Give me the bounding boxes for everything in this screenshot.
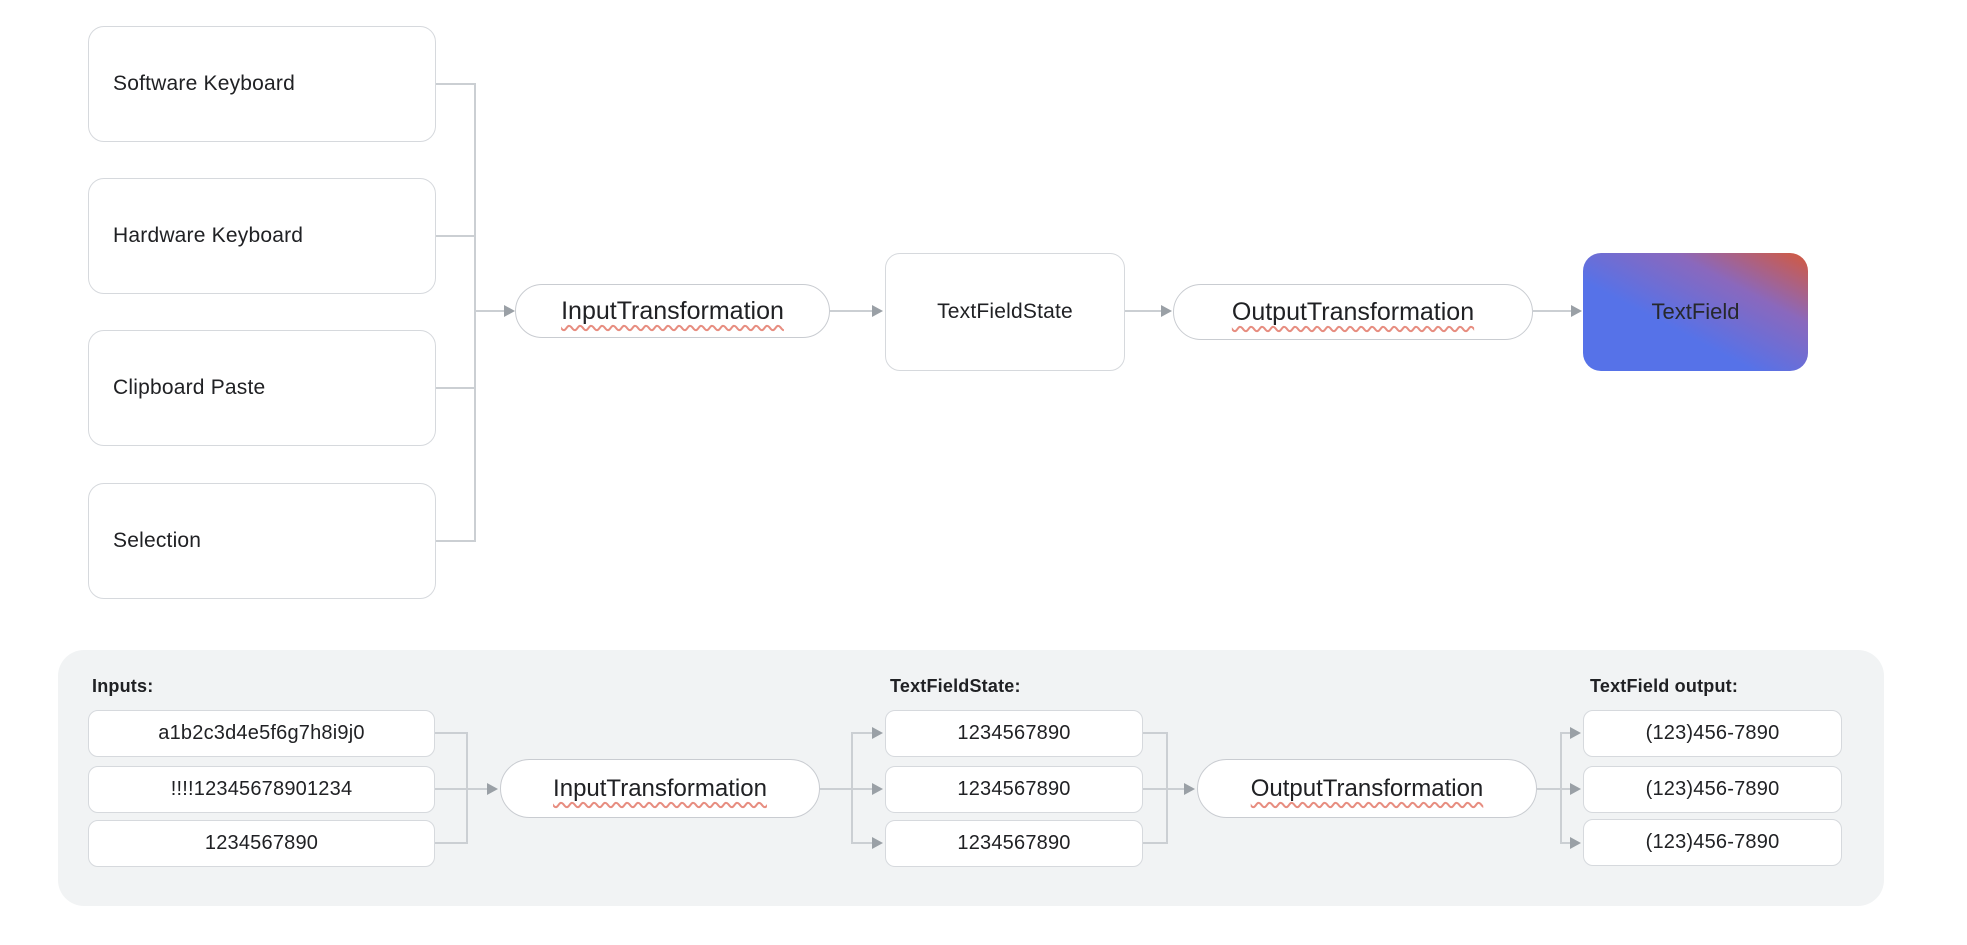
connector-line [851, 732, 874, 734]
connector-line [436, 235, 475, 237]
input-value: 1234567890 [204, 832, 319, 854]
connector-line [1560, 788, 1572, 790]
input-value: !!!!12345678901234 [170, 778, 353, 800]
arrow-right-icon [872, 837, 883, 849]
arrow-right-icon [1184, 783, 1195, 795]
node-label: TextFieldState [937, 300, 1073, 323]
node-label: Selection [113, 529, 202, 552]
node-software-keyboard: Software Keyboard [88, 26, 436, 142]
state-value-box: 1234567890 [885, 766, 1143, 813]
state-value-box: 1234567890 [885, 710, 1143, 757]
connector-line [851, 842, 874, 844]
panel-input-transformation: InputTransformation [500, 759, 820, 818]
output-value: (123)456-7890 [1645, 831, 1780, 853]
state-value: 1234567890 [957, 832, 1071, 854]
connector-line [436, 83, 475, 85]
node-label: OutputTransformation [1231, 297, 1475, 326]
output-heading: TextField output: [1590, 676, 1739, 696]
connector-line [436, 540, 475, 542]
node-label: Hardware Keyboard [113, 224, 304, 247]
panel-output-transformation: OutputTransformation [1197, 759, 1537, 818]
connector-line [436, 387, 475, 389]
node-label: OutputTransformation [1250, 774, 1484, 802]
node-label: TextField [1651, 299, 1740, 324]
input-value: a1b2c3d4e5f6g7h8i9j0 [158, 722, 365, 744]
input-value-box: a1b2c3d4e5f6g7h8i9j0 [88, 710, 435, 757]
arrow-right-icon [872, 727, 883, 739]
state-heading: TextFieldState: [890, 676, 1021, 696]
arrow-right-icon [1570, 783, 1581, 795]
state-value: 1234567890 [957, 722, 1071, 744]
connector-line [830, 310, 874, 312]
output-value: (123)456-7890 [1645, 778, 1780, 800]
inputs-heading: Inputs: [92, 676, 154, 696]
state-value-box: 1234567890 [885, 820, 1143, 867]
arrow-right-icon [1161, 305, 1172, 317]
arrow-right-icon [504, 305, 515, 317]
connector-line [1537, 788, 1562, 790]
output-value: (123)456-7890 [1645, 722, 1780, 744]
output-value-box: (123)456-7890 [1583, 766, 1842, 813]
node-hardware-keyboard: Hardware Keyboard [88, 178, 436, 294]
arrow-right-icon [487, 783, 498, 795]
connector-line [435, 732, 468, 734]
node-label: Software Keyboard [113, 72, 296, 95]
output-value-box: (123)456-7890 [1583, 819, 1842, 866]
state-value: 1234567890 [957, 778, 1071, 800]
node-selection: Selection [88, 483, 436, 599]
connector-line [1143, 842, 1168, 844]
connector-line [1560, 842, 1572, 844]
input-value-box: 1234567890 [88, 820, 435, 867]
output-value-box: (123)456-7890 [1583, 710, 1842, 757]
arrow-right-icon [872, 305, 883, 317]
arrow-right-icon [1570, 837, 1581, 849]
node-label: Clipboard Paste [113, 376, 266, 399]
node-text-field: TextField [1583, 253, 1808, 371]
node-output-transformation: OutputTransformation [1173, 284, 1533, 340]
connector-line [474, 310, 506, 312]
connector-line [820, 788, 853, 790]
connector-line [1125, 310, 1163, 312]
node-text-field-state: TextFieldState [885, 253, 1125, 371]
node-clipboard-paste: Clipboard Paste [88, 330, 436, 446]
arrow-right-icon [872, 783, 883, 795]
arrow-right-icon [1571, 305, 1582, 317]
connector-trunk [474, 83, 476, 542]
arrow-right-icon [1570, 727, 1581, 739]
connector-line [851, 788, 874, 790]
node-input-transformation: InputTransformation [515, 284, 830, 338]
node-label: InputTransformation [561, 296, 784, 325]
node-label: InputTransformation [553, 774, 767, 802]
input-value-box: !!!!12345678901234 [88, 766, 435, 813]
connector-line [1143, 788, 1186, 790]
connector-line [435, 842, 468, 844]
connector-line [1560, 732, 1572, 734]
connector-line [1533, 310, 1573, 312]
connector-line [435, 788, 489, 790]
connector-line [1143, 732, 1168, 734]
